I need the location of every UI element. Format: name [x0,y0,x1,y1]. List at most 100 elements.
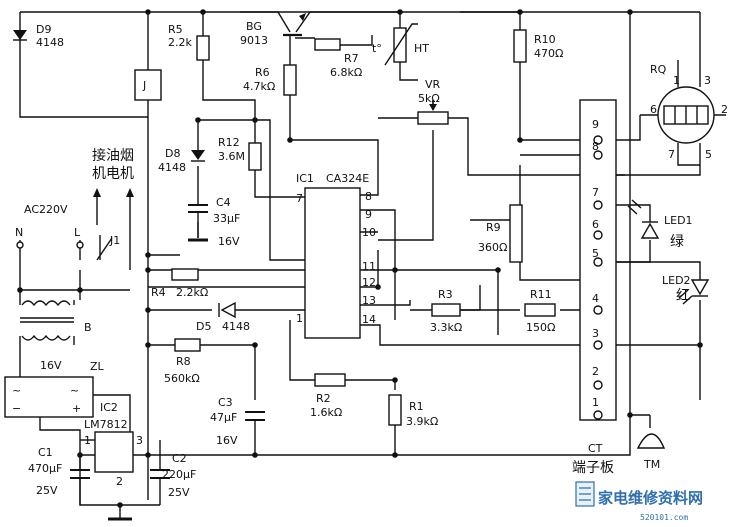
ct-pin1: 1 [592,396,599,409]
ht-ref: HT [414,42,429,55]
ct-ref: CT [588,442,603,455]
ic1-pin8: 8 [365,190,372,203]
ht-symbol: t° [372,42,382,55]
resistor-r1 [388,394,402,426]
c1-voltage: 25V [36,484,58,497]
led2 [678,279,710,305]
relay-j-label: J [142,79,146,92]
c1-ref: C1 [38,446,53,459]
ct-pin7: 7 [592,186,599,199]
motor-label-line1: 接油烟 [92,147,134,164]
j1-ref: J1 [109,234,120,247]
c3-voltage: 16V [216,434,238,447]
c4-ref: C4 [216,196,231,209]
diode-d9 [13,30,27,41]
ic1-pin9: 9 [365,208,372,221]
regulator-ic2 [94,431,134,473]
r5-ref: R5 [168,23,183,36]
resistor-r12 [248,142,262,171]
watermark [575,481,595,507]
d8-ref: D8 [165,147,180,160]
ct-terminals [593,135,603,420]
r7-value: 6.8kΩ [330,66,362,79]
ic1-pin7: 7 [296,192,303,205]
r11-value: 150Ω [526,321,555,334]
capacitor-c1 [70,469,90,505]
d8-value: 4148 [158,161,186,174]
ic1-chip [304,187,361,339]
motor-label-line2: 机电机 [92,166,134,182]
resistor-r2 [314,373,346,387]
relay-contact-j1 [96,225,131,270]
resistor-r7 [314,38,341,51]
r7-ref: R7 [344,52,359,65]
potentiometer-vr [417,100,449,125]
r6-value: 4.7kΩ [243,80,275,93]
bg-value: 9013 [240,34,268,47]
capacitor-c3 [245,411,265,455]
diode-d8 [191,150,205,162]
c3-ref: C3 [218,396,233,409]
ct-name: 端子板 [572,460,614,476]
zl-plus: + [72,402,81,415]
r3-value: 3.3kΩ [430,321,462,334]
ct-pin5: 5 [592,247,599,260]
watermark-text: 家电维修资料网 [598,489,703,507]
resistor-r8 [174,338,201,352]
zl-ref: ZL [90,360,105,373]
resistor-r9 [509,204,523,263]
rectifier-bridge-zl [4,376,94,418]
d9-ref: D9 [36,23,51,36]
led2-ref: LED2 [662,274,691,287]
rq-pin3: 3 [704,74,711,87]
r4-value: 2.2kΩ [176,286,208,299]
transformer-ref: B [84,321,92,334]
ct-pin8: 8 [592,140,599,153]
ic1-pin12: 12 [362,276,376,289]
r4-ref: R4 [151,286,166,299]
ct-pin4: 4 [592,292,599,305]
ct-pin6: 6 [592,218,599,231]
c2-ref: C2 [172,452,187,465]
ic2-value: LM7812 [84,418,128,431]
transistor-bg [277,11,311,48]
c2-voltage: 25V [168,486,190,499]
ic2-pin1: 1 [84,434,91,447]
buzzer-tm [636,415,666,449]
ct-pin2: 2 [592,365,599,378]
zl-ac-right: ~ [70,384,79,397]
diode-d5 [218,301,236,319]
rq-pin6: 6 [650,103,657,116]
led1 [627,199,660,239]
ic2-pin3: 3 [136,434,143,447]
ic1-ref: IC1 [296,172,314,185]
r9-ref: R9 [486,221,501,234]
rq-pin2: 2 [721,103,728,116]
r5-value: 2.2k [168,36,192,49]
r2-ref: R2 [316,392,331,405]
rq-ref: RQ [650,63,667,76]
r1-ref: R1 [409,400,424,413]
d9-value: 4148 [36,36,64,49]
resistor-r10 [513,29,527,63]
d5-ref: D5 [196,320,211,333]
rq-pin7: 7 [668,148,675,161]
rq-pin5: 5 [705,148,712,161]
line-label: L [74,226,81,239]
tm-ref: TM [643,458,660,471]
r12-value: 3.6M [218,150,245,163]
motor-arrows [93,188,134,225]
terminal-l [76,241,84,249]
ic2-pin2: 2 [116,475,123,488]
zl-minus: − [12,402,21,415]
wires [19,11,701,519]
c1-value: 470μF [28,462,62,475]
rq-pin1: 1 [673,74,680,87]
junction-dots [17,9,703,508]
r8-value: 560kΩ [164,372,200,385]
watermark-url: 520101.com [640,513,688,522]
zl-ac-left: ~ [12,384,21,397]
ic2-ref: IC2 [100,401,118,414]
